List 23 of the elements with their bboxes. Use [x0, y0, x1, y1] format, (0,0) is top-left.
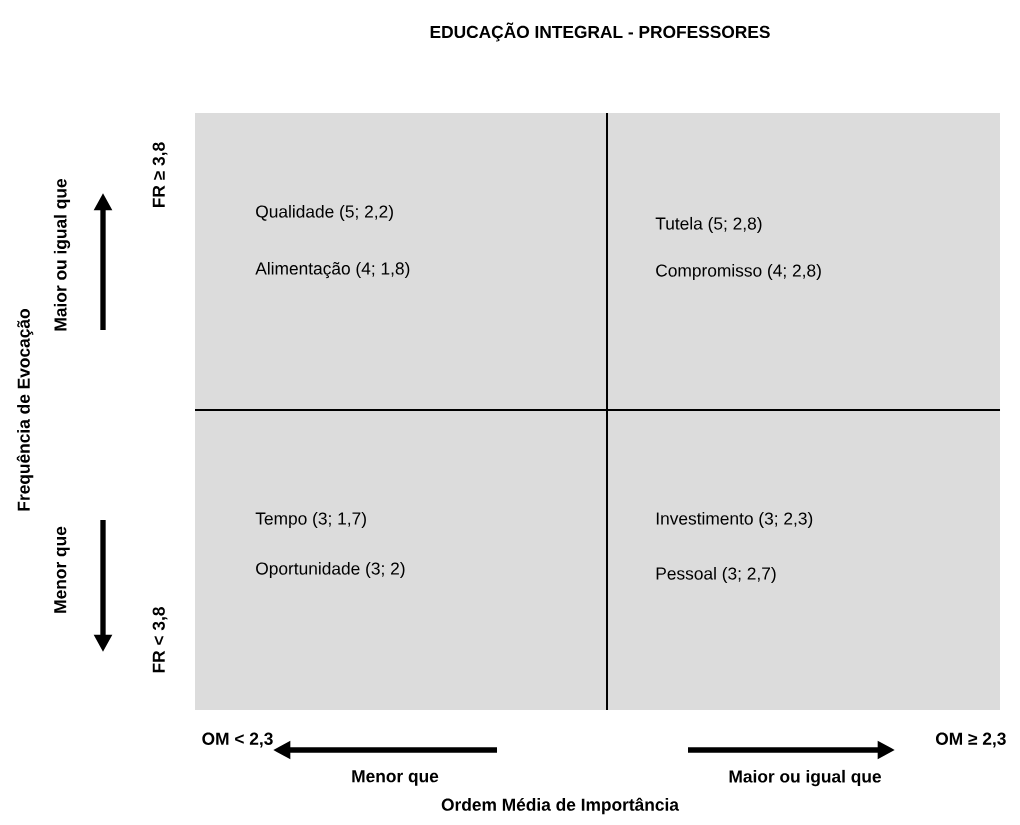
axis-direction-label: Maior ou igual que — [729, 769, 881, 787]
quadrant-box: Qualidade (5; 2,2) Alimentação (4; 1,8) — [195, 113, 607, 410]
threshold-label: FR < 3,8 — [152, 607, 168, 673]
node-label: Tempo (3; 1,7) — [255, 511, 366, 529]
node-label: Alimentação (4; 1,8) — [255, 261, 410, 279]
axis-direction-label: Menor que — [54, 526, 70, 613]
node-label: Compromisso (4; 2,8) — [656, 263, 821, 281]
node-label: Oportunidade (3; 2) — [256, 561, 405, 579]
threshold-label: OM ≥ 2,3 — [935, 732, 1006, 748]
threshold-label: OM < 2,3 — [202, 732, 273, 748]
axis-title: Ordem Média de Importância — [441, 797, 680, 815]
threshold-label: FR ≥ 3,8 — [152, 142, 168, 208]
node-label: Tutela (5; 2,8) — [655, 216, 762, 234]
quadrant-box: Tempo (3; 1,7) Oportunidade (3; 2) — [195, 410, 607, 710]
axis-direction-label: Maior ou igual que — [53, 179, 71, 331]
quadrant-box: Tutela (5; 2,8) Compromisso (4; 2,8) — [607, 113, 1000, 410]
quadrant-box: Investimento (3; 2,3) Pessoal (3; 2,7) — [607, 410, 1000, 710]
title: EDUCAÇÃO INTEGRAL - PROFESSORES — [430, 22, 770, 42]
axis-direction-label: Menor que — [352, 770, 439, 786]
node-label: Investimento (3; 2,3) — [656, 511, 813, 529]
node-label: Qualidade (5; 2,2) — [256, 204, 393, 222]
axis-title: Frequência de Evocação — [16, 309, 34, 511]
node-label: Pessoal (3; 2,7) — [656, 566, 776, 584]
